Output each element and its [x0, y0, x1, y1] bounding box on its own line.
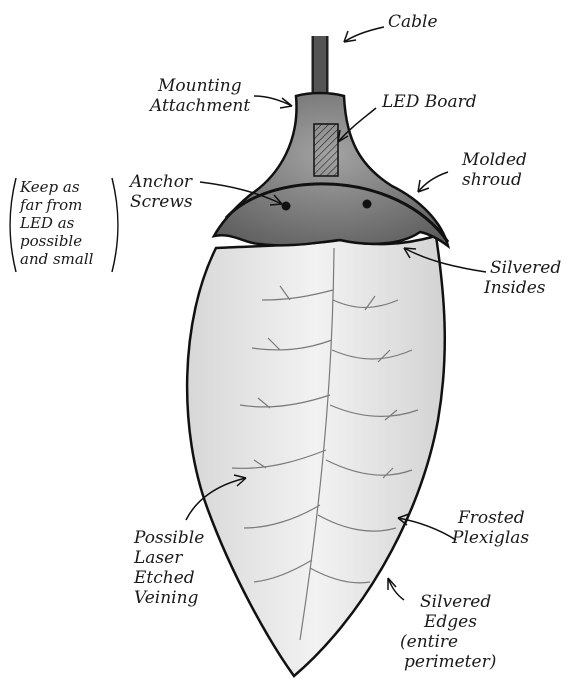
- label-molded-shroud: Molded shroud: [462, 150, 527, 190]
- label-cable: Cable: [388, 12, 438, 32]
- label-silvered-insides: Silvered Insides: [490, 258, 561, 298]
- leaf-body: [187, 236, 445, 676]
- label-frosted-plexiglas: Frosted Plexiglas: [458, 508, 529, 548]
- led-board-icon: [314, 124, 338, 176]
- label-laser-veining: Possible Laser Etched Veining: [134, 528, 204, 608]
- label-anchor-screws: Anchor Screws: [130, 172, 193, 212]
- label-mounting-attachment: Mounting Attachment: [150, 76, 250, 116]
- anchor-screw-right-icon: [363, 200, 372, 209]
- note-bracket-left: [10, 178, 16, 272]
- note-bracket-right: [112, 178, 118, 272]
- label-led-board: LED Board: [382, 92, 477, 112]
- label-screw-note: Keep as far from LED as possible and sma…: [20, 178, 93, 268]
- anchor-screw-left-icon: [282, 202, 291, 211]
- label-silvered-edges: Silvered Edges (entire perimeter): [420, 592, 496, 672]
